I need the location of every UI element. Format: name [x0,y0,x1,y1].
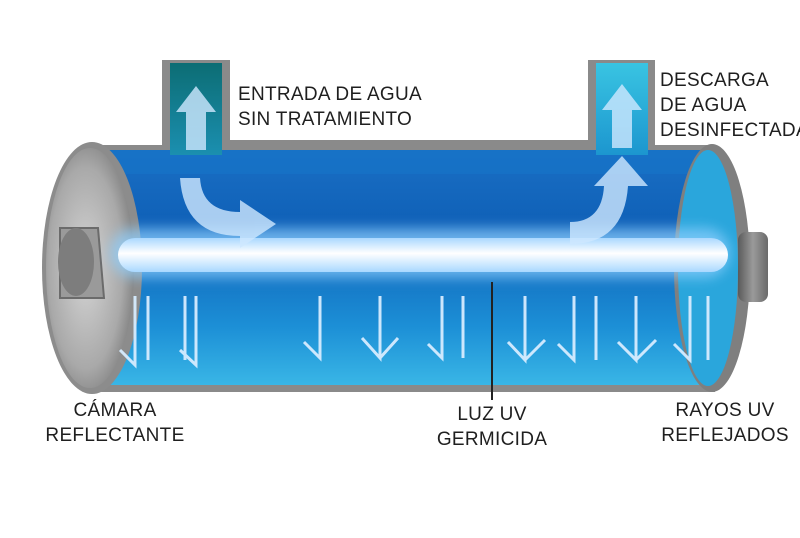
outlet-label-line2: DE AGUA [660,95,747,116]
rays-label: RAYOS UV REFLEJADOS [660,398,790,448]
lamp-label-line1: LUZ UV [457,404,527,425]
lamp-label-line2: GERMICIDA [436,429,548,450]
inlet-label-line2: SIN TRATAMIENTO [238,109,413,130]
chamber-label: CÁMARA REFLECTANTE [40,398,190,448]
reflected-rays [118,296,710,369]
inlet-label-line1: ENTRADA DE AGUA [238,84,422,105]
chamber-label-line1: CÁMARA [73,400,157,421]
lamp-label: LUZ UV GERMICIDA [422,402,562,452]
uv-lamp [110,228,730,278]
inlet-flow-arrows [176,86,276,248]
outlet-label-line1: DESCARGA [660,70,770,91]
rays-label-line1: RAYOS UV [675,400,775,421]
outlet-label-line3: DESINFECTADA [660,120,800,141]
outlet-label: DESCARGA DE AGUA DESINFECTADA [660,68,800,143]
left-end-cap [42,142,142,394]
inlet-label: ENTRADA DE AGUA SIN TRATAMIENTO [238,82,422,132]
rays-label-line2: REFLEJADOS [661,425,789,446]
chamber-label-line2: REFLECTANTE [45,425,185,446]
outlet-flow-arrows [570,84,648,244]
